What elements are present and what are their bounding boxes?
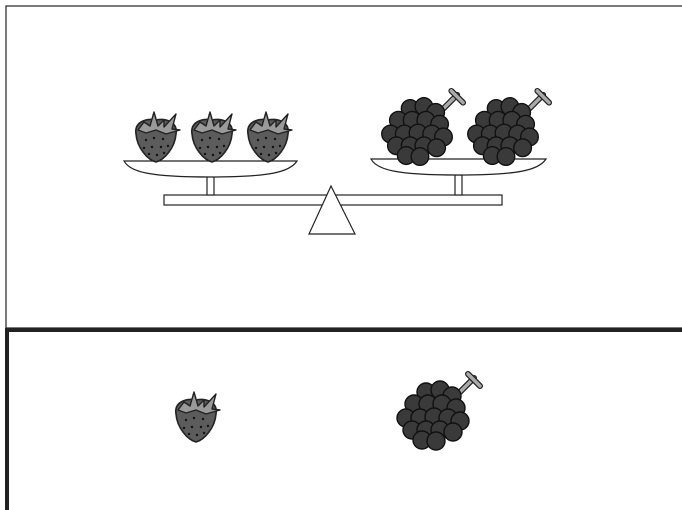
- left-pan-strawberries: [136, 112, 292, 162]
- bottom-items: [176, 374, 480, 450]
- grape-bunch-icon: [397, 374, 480, 450]
- bottom-panel: [7, 330, 682, 510]
- left-pan-post: [207, 175, 214, 195]
- strawberry-icon: [176, 392, 220, 442]
- right-pan-post: [455, 175, 462, 195]
- top-panel: [6, 6, 682, 328]
